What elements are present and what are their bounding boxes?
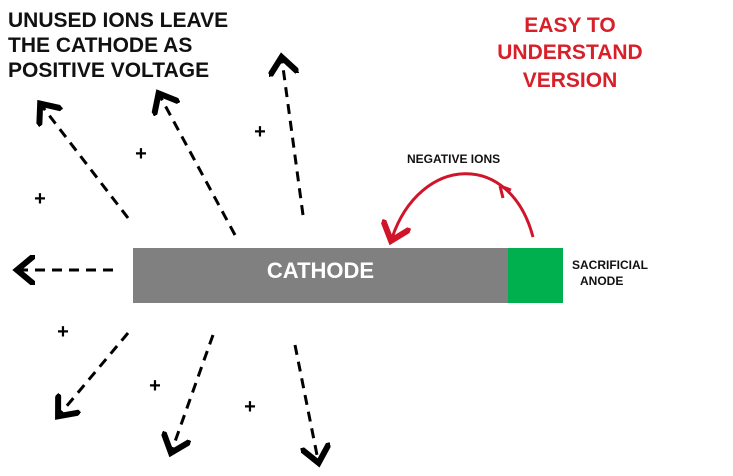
ion-arrow xyxy=(60,332,130,414)
caption-line: UNUSED IONS LEAVE xyxy=(8,9,229,32)
main-caption: UNUSED IONS LEAVE THE CATHODE AS POSITIV… xyxy=(8,8,308,84)
badge-line: UNDERSTAND xyxy=(497,41,643,65)
negative-ions-arc-arrow xyxy=(392,172,535,238)
ion-arrow xyxy=(42,106,130,219)
plus-sign: + xyxy=(149,375,161,397)
plus-sign: + xyxy=(34,188,46,210)
anode-label-line: SACRIFICIAL xyxy=(572,258,648,272)
sacrificial-anode-label: SACRIFICIAL ANODE xyxy=(572,258,648,289)
badge-line: VERSION xyxy=(522,68,618,92)
plus-sign: + xyxy=(244,396,256,418)
ion-arrow xyxy=(282,60,305,216)
plus-sign: + xyxy=(57,321,69,343)
ion-arrow xyxy=(160,96,237,236)
arc-mid-arrowhead xyxy=(498,184,512,199)
caption-line: THE CATHODE AS xyxy=(8,34,193,58)
sacrificial-anode-block xyxy=(508,248,563,303)
ion-arrow xyxy=(293,344,318,460)
caption-line: POSITIVE VOLTAGE xyxy=(8,59,210,83)
version-badge: EASY TO UNDERSTAND VERSION xyxy=(490,12,650,94)
cathode-label: CATHODE xyxy=(266,258,375,283)
badge-line: EASY TO xyxy=(524,14,616,37)
cathode-bar xyxy=(133,248,508,303)
anode-label-line: ANODE xyxy=(580,273,624,288)
negative-ions-label: NEGATIVE IONS xyxy=(407,152,501,166)
plus-sign: + xyxy=(254,121,266,143)
plus-sign: + xyxy=(135,143,147,165)
ion-arrow xyxy=(172,334,215,450)
